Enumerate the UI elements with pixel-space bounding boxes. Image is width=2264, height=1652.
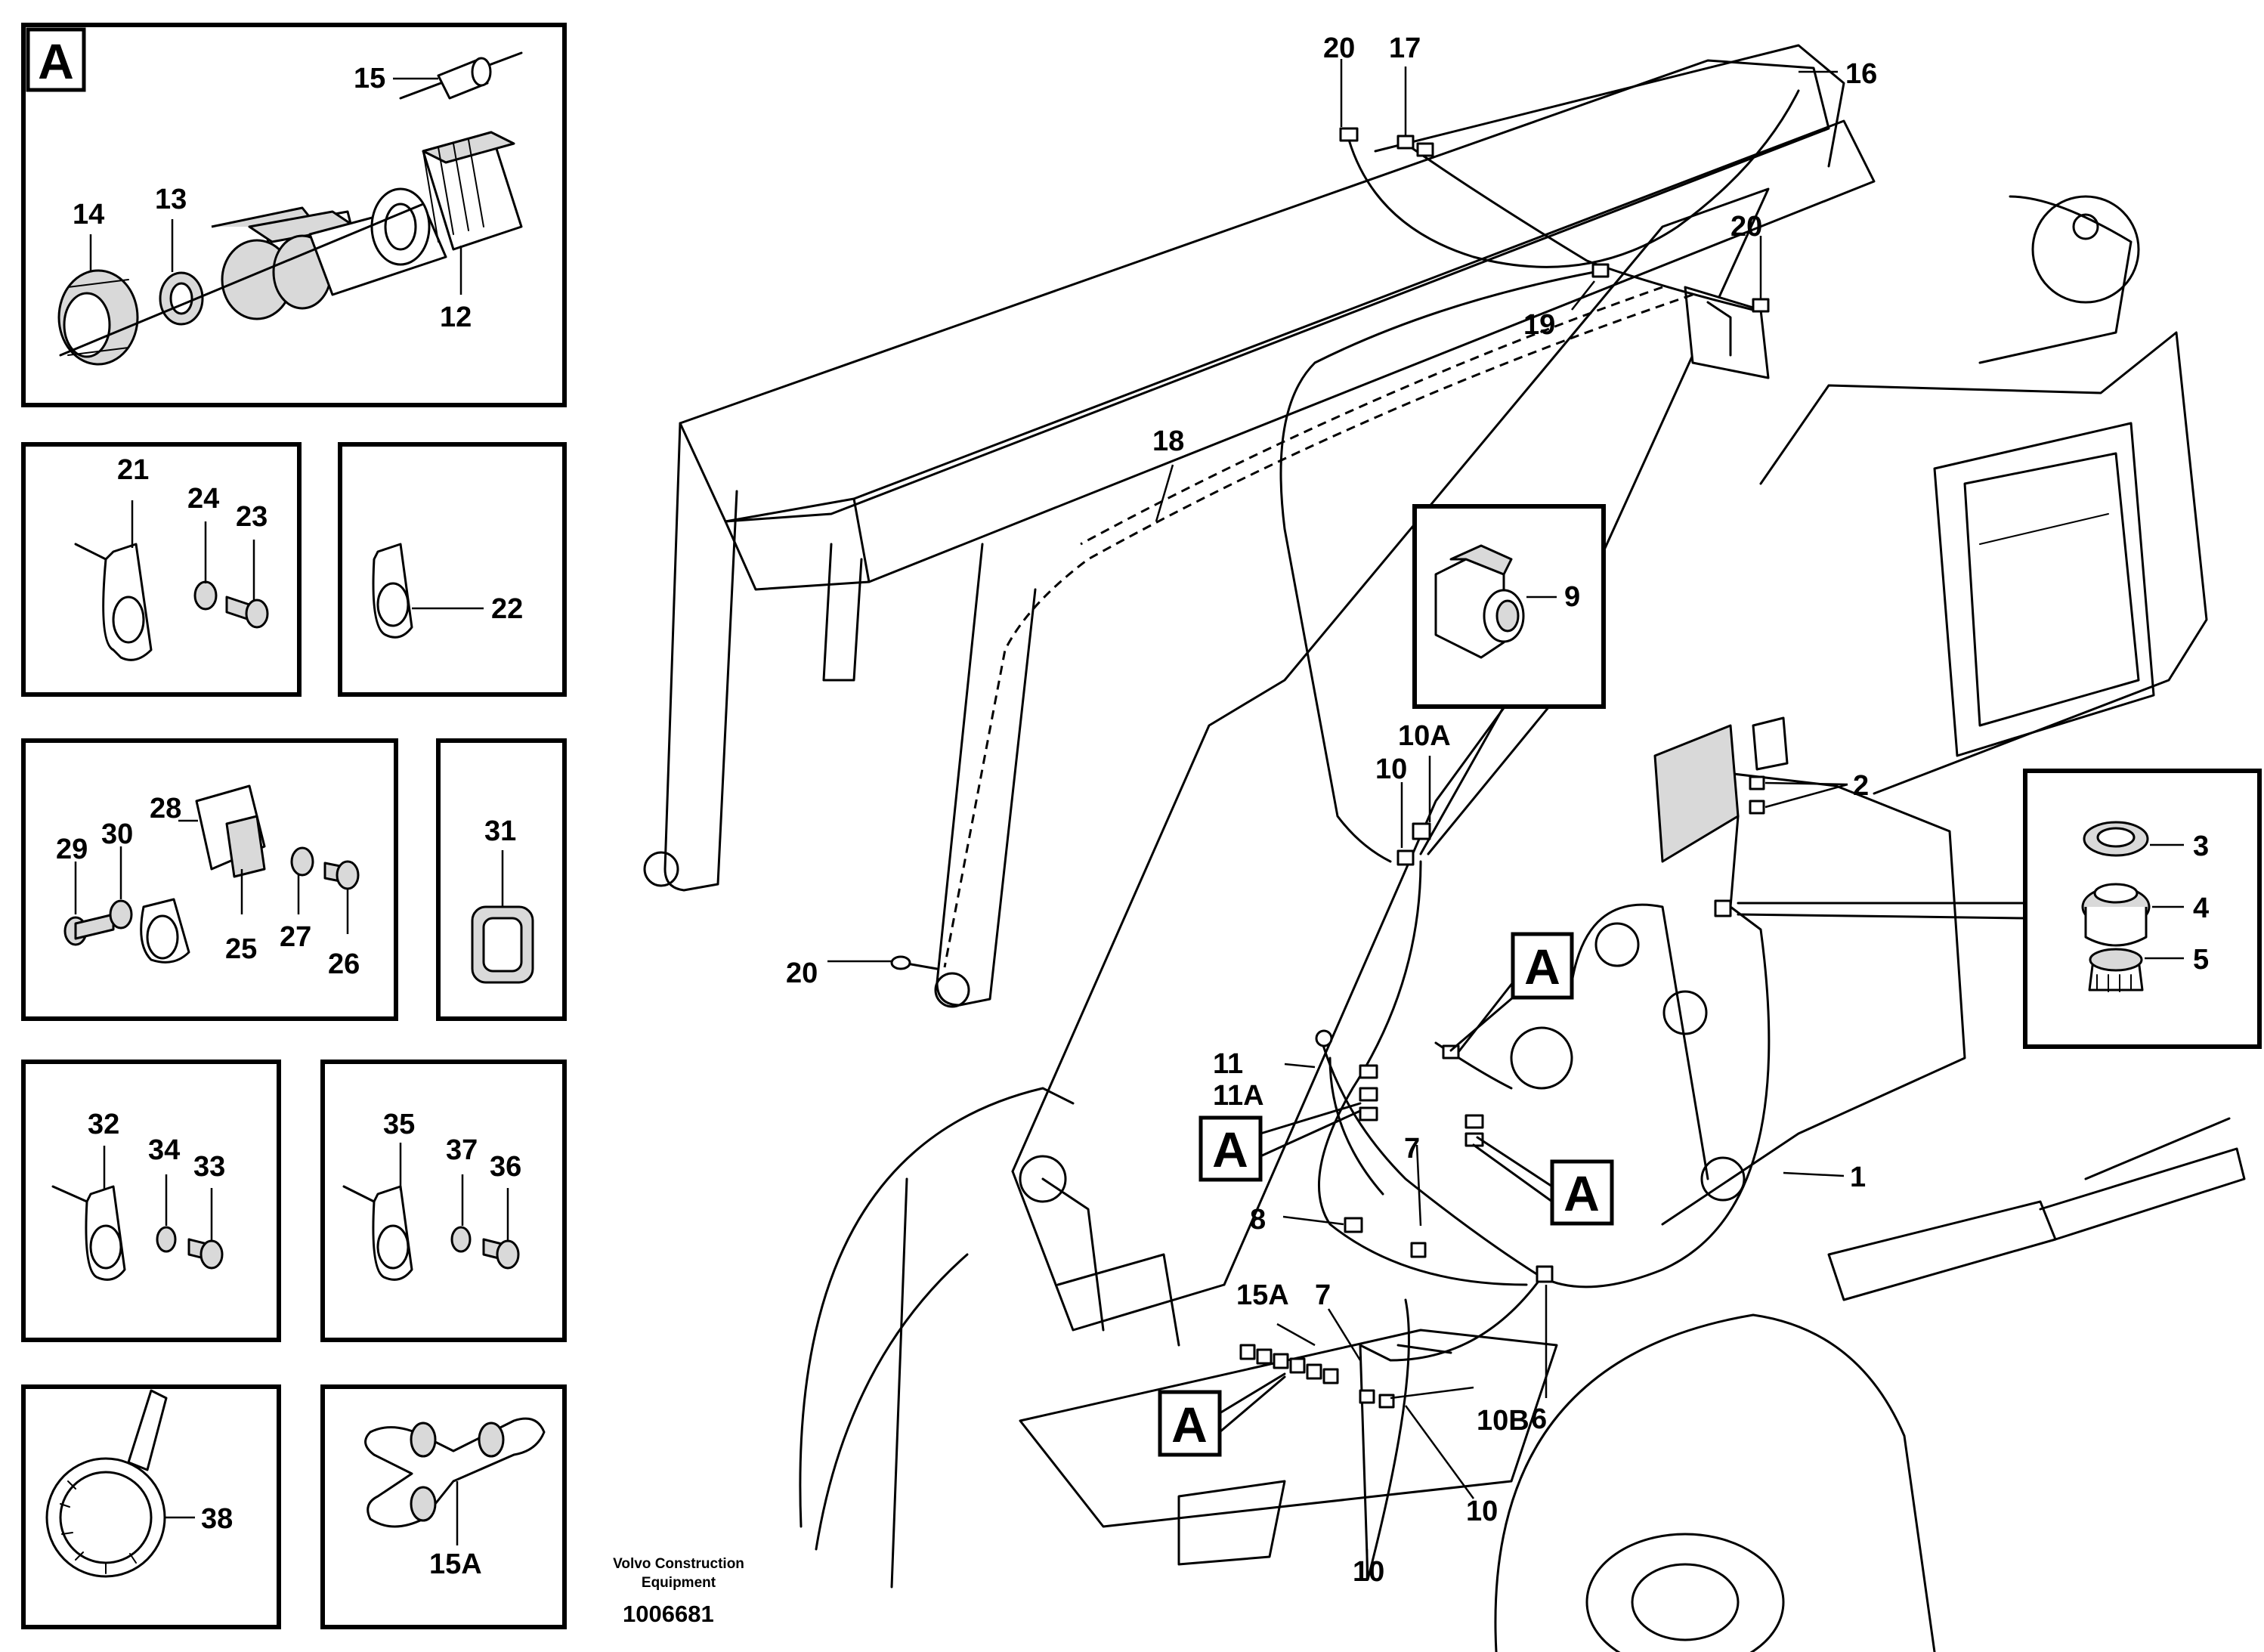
callout-30: 30 [101,818,133,850]
callout-6: 6 [1531,1403,1547,1435]
callout-22: 22 [491,593,523,625]
callout-19: 19 [1523,309,1555,341]
callout-33: 33 [193,1151,225,1183]
a-flag-upper: A [1449,932,1574,1053]
detail-box-splice-15a: 15A [320,1384,567,1629]
callout-38: 38 [201,1503,233,1535]
callout-25: 25 [225,933,257,965]
callout-37: 37 [446,1134,478,1166]
callout-7-upper: 7 [1404,1133,1420,1165]
callout-15a-main: 15A [1236,1279,1289,1311]
a-flag-upper-letter: A [1524,939,1560,995]
callout-11a: 11A [1213,1080,1264,1112]
credit-line-1: Volvo Construction [613,1556,744,1572]
wiring-harness [890,89,1800,1581]
a-flag-left: A [1198,1102,1362,1182]
callout-3: 3 [2193,831,2209,862]
callout-10a: 10A [1398,720,1451,752]
callout-10b: 10B [1477,1405,1529,1437]
callout-14: 14 [73,199,104,230]
callout-36: 36 [490,1151,521,1183]
callout-7-lower: 7 [1315,1279,1331,1311]
callout-23: 23 [236,501,268,533]
callout-26: 26 [328,948,360,980]
callout-20-left: 20 [786,957,818,989]
callout-35: 35 [383,1109,415,1140]
detail-a-letter: A [38,33,74,89]
detail-box-grommet-31: 31 [436,738,567,1021]
callout-12: 12 [440,302,472,333]
callout-10-upper: 10 [1375,753,1407,785]
detail-box-clamp-35: 35 37 36 [320,1060,567,1342]
callout-10-bottom: 10 [1353,1556,1384,1588]
callout-20-right: 20 [1730,211,1762,243]
detail-a-box: A 15 14 13 12 [21,23,567,407]
a-flag-bottom: A [1158,1372,1286,1457]
loader-illustration [643,44,2246,1652]
publisher-credit: Volvo Construction Equipment 1006681 [613,1556,744,1627]
callout-24: 24 [187,483,219,515]
detail-box-clamp-22: 22 [338,442,567,697]
callout-34: 34 [148,1134,180,1166]
document-number: 1006681 [623,1601,714,1627]
callout-31: 31 [484,815,516,847]
callout-16: 16 [1845,58,1877,90]
detail-box-fittings-3-5: 3 4 5 [1737,769,2262,1049]
callout-13: 13 [155,184,187,215]
a-flag-bottom-letter: A [1171,1397,1208,1452]
callout-21: 21 [117,454,149,486]
a-flag-right-letter: A [1563,1165,1600,1221]
callout-5: 5 [2193,944,2209,976]
callout-29: 29 [56,834,88,865]
detail-box-clamp-32: 32 34 33 [21,1060,281,1342]
detail-box-cable-tie-38: 38 [21,1384,281,1629]
main-leaders [827,59,1848,1579]
callout-4: 4 [2193,893,2209,924]
a-flag-right: A [1472,1136,1614,1226]
callout-15: 15 [354,63,385,94]
callout-18: 18 [1152,425,1184,457]
callout-1: 1 [1850,1162,1866,1193]
callout-20-top: 20 [1323,32,1355,64]
main-callouts: 20 17 16 20 19 18 20 10A 10 2 11 11A 7 8… [786,32,1877,1588]
callout-27: 27 [280,921,311,953]
callout-17: 17 [1389,32,1421,64]
callout-10-middle: 10 [1466,1496,1498,1527]
callout-11: 11 [1213,1048,1243,1080]
detail-box-clamp-28: 28 29 30 25 27 26 [21,738,398,1021]
callout-15a-detail: 15A [429,1548,482,1580]
detail-box-connector-9: 9 [1412,504,1606,855]
callout-2: 2 [1853,770,1869,802]
callout-32: 32 [88,1109,119,1140]
callout-9: 9 [1564,581,1580,613]
callout-28: 28 [150,793,181,824]
credit-line-2: Equipment [642,1575,716,1591]
detail-box-clamp-21: 21 24 23 [21,442,302,697]
callout-8: 8 [1250,1204,1266,1236]
a-flag-left-letter: A [1212,1121,1248,1177]
